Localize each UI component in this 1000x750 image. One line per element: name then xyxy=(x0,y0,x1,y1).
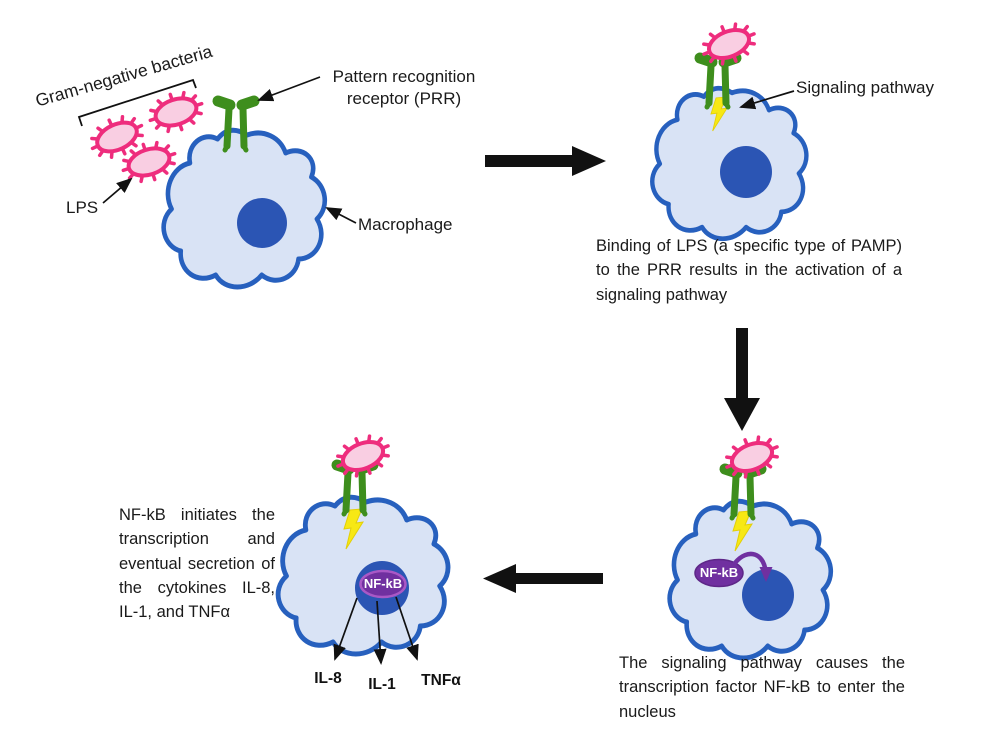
nfkb-oval-stage3 xyxy=(694,558,744,588)
stage2-caption: Binding of LPS (a specific type of PAMP)… xyxy=(596,237,902,304)
prr-label: Pattern recognition receptor (PRR) xyxy=(332,67,476,109)
stage4-caption: NF-kB initiates the transcription and ev… xyxy=(119,506,275,621)
lps-pointer-arrow xyxy=(102,177,133,204)
cytokine-label-tnfa: TNFα xyxy=(421,672,461,689)
bacterium-2 xyxy=(142,84,210,140)
nfkb-translocation-arrow xyxy=(732,551,773,582)
nfkb-label-stage4: NF-kB xyxy=(363,576,403,591)
stage3-caption: The signaling pathway causes the transcr… xyxy=(619,654,905,721)
nucleus-stage2 xyxy=(720,146,772,198)
macrophage-pointer-arrow xyxy=(325,207,357,224)
nucleus-stage1 xyxy=(237,198,287,248)
prr-pointer-arrow xyxy=(257,76,321,102)
cytokine-label-il1: IL-1 xyxy=(368,676,396,693)
cytokine-arrow-tnfa xyxy=(395,596,419,661)
nfkb-label-stage3: NF-kB xyxy=(699,565,739,580)
signaling-pathway-label: Signaling pathway xyxy=(796,78,934,97)
step-arrow-right xyxy=(485,146,606,176)
signaling-pointer-arrow xyxy=(739,90,795,110)
macrophage-label: Macrophage xyxy=(358,215,453,234)
step-arrow-down xyxy=(724,328,760,431)
gram-negative-bracket xyxy=(77,78,197,127)
lps-label: LPS xyxy=(66,198,99,217)
cytokine-arrow-il8 xyxy=(333,597,358,661)
cytokine-label-il8: IL-8 xyxy=(314,670,342,687)
nfkb-oval-stage4 xyxy=(359,569,407,599)
cytokine-arrow-il1 xyxy=(373,600,387,665)
nucleus-stage3 xyxy=(742,569,794,621)
step-arrow-left xyxy=(483,564,603,593)
